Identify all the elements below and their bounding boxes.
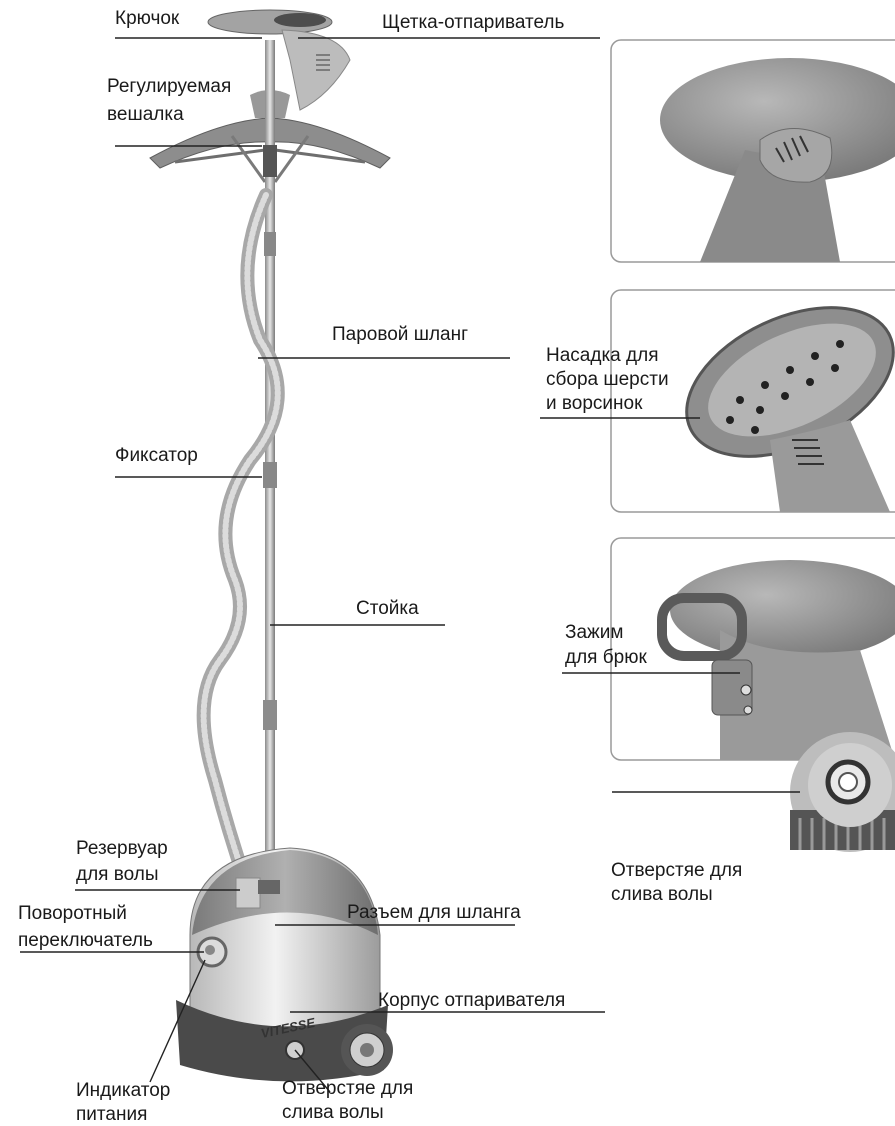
label-drain-side-line2: слива волы [611,884,713,906]
label-body: Корпус отпаривателя [378,990,565,1012]
label-switch-line2: переключатель [18,930,153,952]
label-trouser-line1: Зажим [565,622,623,644]
label-tank-line1: Резервуар [76,838,168,860]
label-trouser-line2: для брюк [565,647,647,669]
label-hanger-line1: Регулируемая [107,76,231,98]
label-hook: Крючок [115,8,179,30]
label-switch-line1: Поворотный [18,903,127,925]
label-drain-line1: Отверстяе для [282,1078,413,1100]
label-drain-line2: слива волы [282,1102,384,1124]
label-lint-line2: сбора шерсти [546,369,669,391]
label-indicator-line1: Индикатор [76,1080,170,1102]
label-hose-socket: Разъем для шланга [347,902,521,924]
label-hanger-line2: вешалка [107,104,184,126]
label-pole: Стойка [356,598,419,620]
label-indicator-line2: питания [76,1104,147,1126]
label-steam-brush: Щетка-отпариватель [382,12,564,34]
label-lint-line1: Насадка для [546,345,658,367]
label-drain-side-line1: Отверстяе для [611,860,742,882]
label-clip-holder: Фиксатор [115,445,198,467]
label-tank-line2: для волы [76,864,159,886]
label-steam-hose: Паровой шланг [332,324,468,346]
label-lint-line3: и ворсинок [546,393,642,415]
